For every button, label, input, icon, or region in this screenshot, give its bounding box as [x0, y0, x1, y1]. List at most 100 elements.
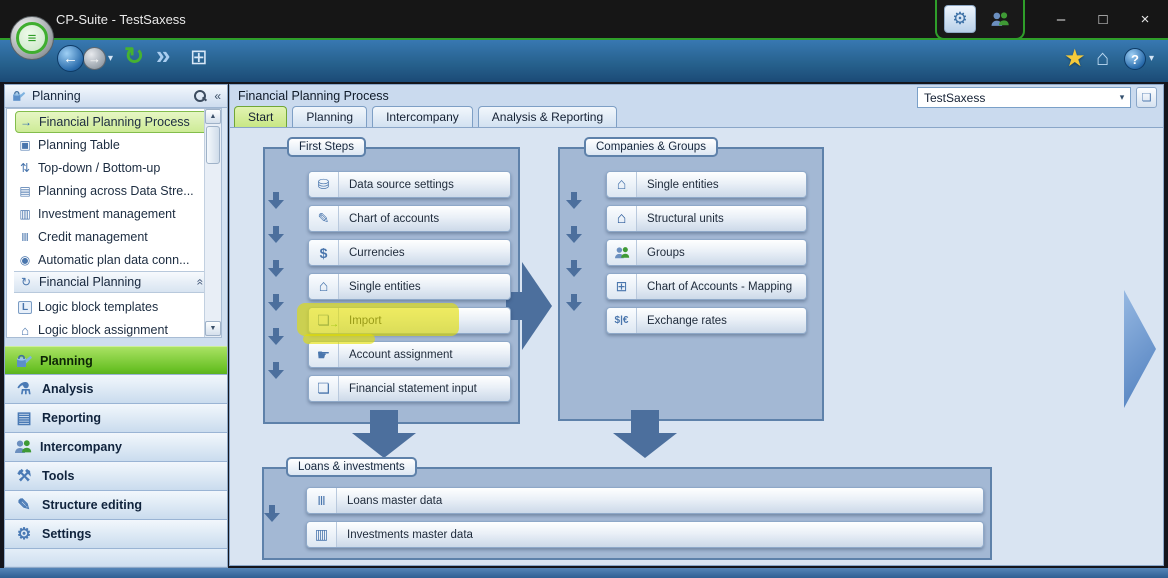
close-button[interactable]: ×	[1140, 11, 1150, 28]
group-label-companies-groups: Companies & Groups	[584, 137, 718, 157]
chevron-down-icon: ▾	[1119, 92, 1125, 102]
button-account-assignment[interactable]: ☛ Account assignment	[308, 341, 511, 368]
fast-forward-icon[interactable]: »	[156, 40, 171, 70]
forward-arrow-icon: →	[88, 51, 101, 66]
button-currencies[interactable]: $ Currencies	[308, 239, 511, 266]
sidebar-item-label: Credit management	[38, 230, 148, 244]
button-label: Chart of Accounts - Mapping	[647, 280, 793, 293]
sidebar-group-financial-planning[interactable]: ↻ Financial Planning «	[14, 271, 212, 293]
big-down-arrow-icon	[613, 410, 677, 458]
button-groups[interactable]: Groups	[606, 239, 807, 266]
gear-icon: ⚙	[16, 526, 32, 543]
refresh-icon[interactable]: ↻	[124, 43, 145, 70]
tab-intercompany[interactable]: Intercompany	[372, 106, 473, 127]
button-label: Financial statement input	[349, 382, 477, 395]
button-single-entities[interactable]: ⌂ Single entities	[308, 273, 511, 300]
tab-analysis-reporting[interactable]: Analysis & Reporting	[477, 106, 618, 127]
button-label: Import	[349, 314, 382, 327]
sidebar-item-label: Planning across Data Stre...	[38, 184, 194, 198]
sidebar-item-logic-block-assignment[interactable]: ⌂ Logic block assignment	[15, 319, 205, 338]
scroll-up-icon[interactable]: ▲	[205, 109, 221, 124]
button-label: Exchange rates	[647, 314, 727, 327]
sidebar-section-planning[interactable]: Planning	[5, 346, 227, 375]
button-investments-master-data[interactable]: ▥ Investments master data	[306, 521, 984, 548]
minimize-button[interactable]: –	[1056, 11, 1066, 28]
help-dropdown-icon[interactable]: ▾	[1149, 53, 1155, 64]
button-data-source-settings[interactable]: ⛁ Data source settings	[308, 171, 511, 198]
document-icon: ❏	[309, 376, 339, 401]
app-logo-icon[interactable]: ≡	[10, 16, 54, 60]
sidebar-item-financial-planning-process[interactable]: → Financial Planning Process	[15, 111, 209, 133]
button-financial-statement-input[interactable]: ❏ Financial statement input	[308, 375, 511, 402]
sidebar-item-label: Top-down / Bottom-up	[38, 161, 161, 175]
house-icon: ⌂	[607, 172, 637, 197]
forward-button[interactable]: →	[83, 47, 106, 70]
button-exchange-rates[interactable]: $|€ Exchange rates	[606, 307, 807, 334]
search-icon[interactable]	[194, 90, 207, 102]
window-title: CP-Suite - TestSaxess	[56, 12, 186, 27]
flow-down-arrow-icon	[268, 362, 284, 379]
sidebar-section-analysis[interactable]: ⚗ Analysis	[5, 375, 227, 404]
sidebar-section-tools[interactable]: ⚒ Tools	[5, 462, 227, 491]
sidebar-item-credit-management[interactable]: Ⅲ Credit management	[15, 226, 205, 248]
app-logo-glyph: ≡	[16, 22, 48, 54]
pointing-hand-icon: ☛	[309, 342, 339, 367]
button-label: Investments master data	[347, 528, 473, 541]
button-label: Single entities	[647, 178, 719, 191]
scroll-down-icon[interactable]: ▼	[205, 321, 221, 336]
flow-down-arrow-icon	[264, 505, 280, 522]
tab-start[interactable]: Start	[234, 106, 288, 127]
help-button[interactable]: ?	[1124, 48, 1146, 70]
sidebar-item-label: Planning Table	[38, 138, 120, 152]
scrollbar-thumb[interactable]	[206, 126, 220, 164]
sidebar-scrollbar[interactable]: ▲ ▼	[204, 109, 221, 337]
button-chart-of-accounts-mapping[interactable]: ⊞ Chart of Accounts - Mapping	[606, 273, 807, 300]
connection-icon: ◉	[19, 253, 31, 267]
favorites-star-icon[interactable]: ★	[1064, 45, 1086, 72]
layout-icon[interactable]: ⊞	[190, 46, 208, 69]
button-label: Data source settings	[349, 178, 454, 191]
bank-icon: Ⅲ	[21, 231, 29, 244]
sidebar-item-label: Logic block templates	[38, 300, 159, 314]
button-structural-units[interactable]: ⌂ Structural units	[606, 205, 807, 232]
section-label: Analysis	[42, 382, 94, 396]
mapping-icon: ⊞	[607, 274, 637, 299]
home-icon[interactable]: ⌂	[1096, 45, 1110, 70]
button-import[interactable]: ❏ → Import	[308, 307, 511, 334]
maximize-button[interactable]: □	[1098, 11, 1108, 28]
user-mode-button[interactable]	[984, 5, 1016, 33]
back-button[interactable]: ←	[57, 45, 84, 72]
button-label: Loans master data	[347, 494, 443, 507]
sidebar-section-settings[interactable]: ⚙ Settings	[5, 520, 227, 549]
admin-mode-button[interactable]: ⚙	[944, 5, 976, 33]
new-window-icon: ❏	[1141, 92, 1152, 104]
note-icon: ✎	[309, 206, 339, 231]
open-new-window-button[interactable]: ❏	[1136, 87, 1157, 108]
house-filled-icon: ⌂	[607, 206, 637, 231]
mode-switch-tray: ⚙	[935, 0, 1025, 40]
profile-selector[interactable]: TestSaxess ▾	[917, 87, 1131, 108]
home-block-icon: ⌂	[21, 322, 29, 338]
big-right-arrow-icon	[506, 262, 552, 350]
sidebar-item-investment-management[interactable]: ▥ Investment management	[15, 203, 205, 225]
people-icon	[13, 439, 33, 455]
tab-planning[interactable]: Planning	[292, 106, 368, 127]
button-single-entities-companies[interactable]: ⌂ Single entities	[606, 171, 807, 198]
house-icon: ⌂	[309, 274, 339, 299]
sidebar-item-logic-block-templates[interactable]: L Logic block templates	[15, 296, 205, 318]
button-chart-of-accounts[interactable]: ✎ Chart of accounts	[308, 205, 511, 232]
toolbar	[0, 38, 1168, 82]
sidebar-section-reporting[interactable]: ▤ Reporting	[5, 404, 227, 433]
sidebar-section-intercompany[interactable]: Intercompany	[5, 433, 227, 462]
sidebar-item-top-down-bottom-up[interactable]: ⇅ Top-down / Bottom-up	[15, 157, 205, 179]
button-loans-master-data[interactable]: Ⅲ Loans master data	[306, 487, 984, 514]
sidebar-item-planning-across-data-streams[interactable]: ▤ Planning across Data Stre...	[15, 180, 205, 202]
history-dropdown-icon[interactable]: ▾	[108, 53, 114, 64]
profile-selector-value: TestSaxess	[924, 90, 986, 105]
sidebar-section-structure-editing[interactable]: ✎ Structure editing	[5, 491, 227, 520]
sidebar-item-automatic-plan-data-connection[interactable]: ◉ Automatic plan data conn...	[15, 249, 205, 271]
sidebar-item-planning-table[interactable]: ▣ Planning Table	[15, 134, 205, 156]
section-label: Intercompany	[40, 440, 122, 454]
collapse-panel-icon[interactable]: «	[214, 89, 221, 103]
sidebar-filler	[5, 549, 227, 566]
